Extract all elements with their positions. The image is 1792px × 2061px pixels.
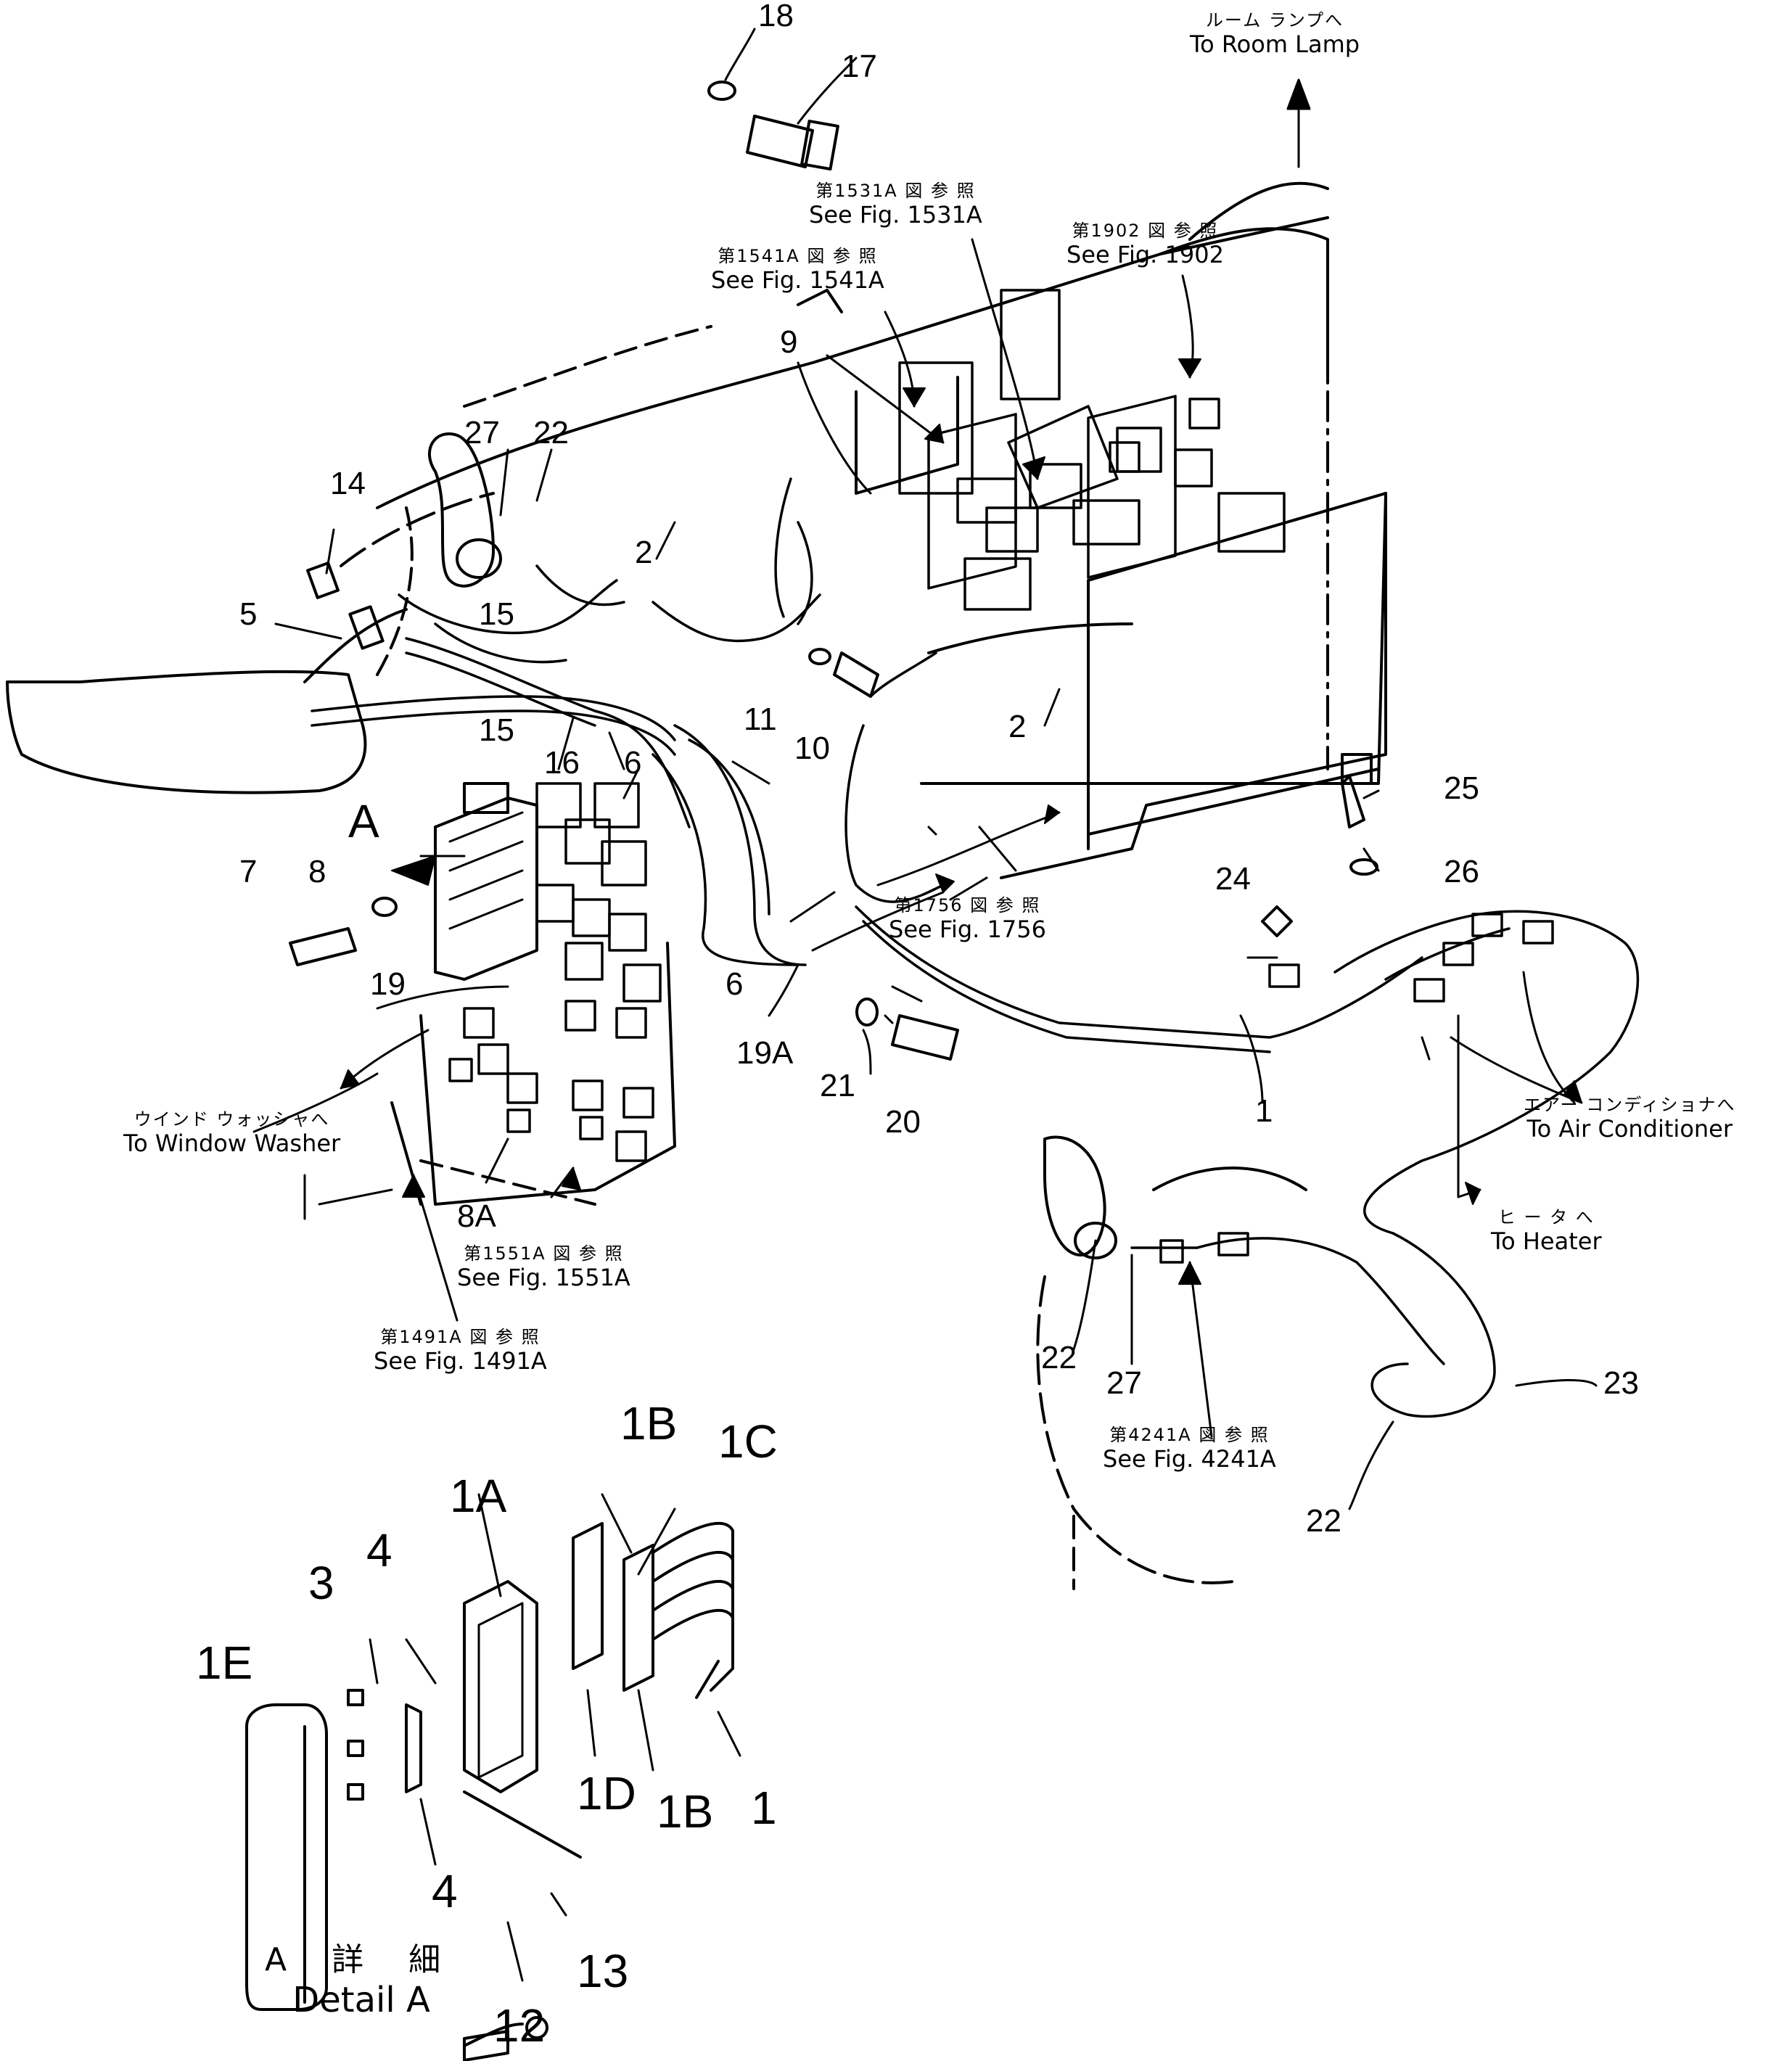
callout-2: 2: [635, 535, 653, 570]
callout-13: 13: [577, 1945, 629, 1997]
callout-10: 10: [794, 731, 830, 766]
callout-1: 1: [1255, 1093, 1273, 1129]
callout-19A: 19A: [736, 1035, 794, 1071]
note-window-washer-jp: ウインド ウォッシャへ: [133, 1109, 330, 1130]
callout-19: 19: [370, 966, 406, 1002]
callout-18: 18: [758, 0, 794, 33]
note-fig-1902-en: See Fig. 1902: [1066, 240, 1224, 268]
note-fig-1491a-jp: 第1491A 図 参 照: [380, 1327, 541, 1347]
note-fig-4241a-jp: 第4241A 図 参 照: [1109, 1425, 1270, 1445]
callout-27-handle: 27: [1106, 1365, 1142, 1401]
callout-25: 25: [1444, 770, 1479, 806]
note-fig-4241a-en: See Fig. 4241A: [1103, 1444, 1276, 1473]
note-heater-jp: ヒ ー タ へ: [1497, 1207, 1595, 1227]
note-fig-1551a-en: See Fig. 1551A: [457, 1263, 630, 1291]
callout-22-loop: 22: [1306, 1503, 1341, 1539]
detail-a-label-jp: A 詳 細: [265, 1941, 459, 1978]
callout-17: 17: [842, 49, 877, 84]
callout-11: 11: [744, 702, 777, 737]
callout-6-lower: 6: [726, 966, 744, 1002]
callout-21: 21: [820, 1068, 855, 1103]
callout-2-right: 2: [1008, 709, 1027, 744]
callout-15: 15: [479, 596, 514, 632]
note-fig-1551a: 第1551A 図 参 照 See Fig. 1551A: [457, 1243, 630, 1291]
callout-9: 9: [780, 324, 798, 360]
note-air-conditioner-jp: エアー コンディショナへ: [1524, 1095, 1736, 1115]
detail-a-label-en: Detail A: [292, 1980, 430, 2020]
note-room-lamp-jp: ルーム ランプへ: [1205, 10, 1344, 30]
callout-5: 5: [239, 596, 258, 632]
callout-16: 16: [544, 745, 580, 781]
callout-3: 3: [308, 1557, 334, 1609]
callout-8: 8: [308, 854, 326, 889]
note-heater: ヒ ー タ へ To Heater: [1491, 1207, 1602, 1255]
callout-1E: 1E: [196, 1637, 253, 1689]
callout-24: 24: [1215, 861, 1251, 897]
note-fig-1491a-en: See Fig. 1491A: [374, 1346, 547, 1375]
callout-27: 27: [464, 415, 500, 451]
callout-1B: 1B: [620, 1397, 678, 1449]
callout-20: 20: [885, 1104, 921, 1140]
callout-7: 7: [239, 854, 258, 889]
leader-lines: [252, 28, 1598, 1982]
relay-group: [448, 782, 662, 1162]
harness-connectors: [1159, 913, 1554, 1264]
controller-block: [898, 289, 1286, 611]
note-fig-1541a-en: See Fig. 1541A: [711, 266, 884, 294]
note-air-conditioner-en: To Air Conditioner: [1526, 1114, 1733, 1143]
arrow-heads: [340, 358, 1582, 1285]
callout-1D: 1D: [577, 1767, 636, 1819]
callout-1B-lower: 1B: [657, 1785, 714, 1838]
note-fig-1551a-jp: 第1551A 図 参 照: [464, 1243, 624, 1264]
note-fig-1541a: 第1541A 図 参 照 See Fig. 1541A: [711, 246, 884, 294]
callout-1-detail: 1: [751, 1782, 777, 1834]
note-fig-1491a: 第1491A 図 参 照 See Fig. 1491A: [374, 1327, 547, 1375]
callout-4: 4: [366, 1524, 392, 1576]
note-window-washer: ウインド ウォッシャへ To Window Washer: [123, 1109, 341, 1157]
callout-22-handle: 22: [1041, 1340, 1077, 1375]
callout-22: 22: [533, 415, 569, 451]
note-fig-1756-jp: 第1756 図 参 照: [894, 895, 1041, 916]
grab-handle: [376, 432, 502, 676]
callout-23: 23: [1603, 1365, 1639, 1401]
callout-6: 6: [624, 745, 642, 781]
note-air-conditioner: エアー コンディショナへ To Air Conditioner: [1524, 1095, 1736, 1142]
callout-8A: 8A: [457, 1198, 496, 1234]
wire-bundles: [311, 477, 1640, 1418]
note-fig-4241a: 第4241A 図 参 照 See Fig. 4241A: [1103, 1425, 1276, 1473]
note-window-washer-en: To Window Washer: [123, 1129, 341, 1157]
note-room-lamp-en: To Room Lamp: [1190, 30, 1360, 58]
fasteners: [289, 81, 1378, 2061]
callout-1C: 1C: [718, 1415, 778, 1468]
note-fig-1902-jp: 第1902 図 参 照: [1072, 221, 1219, 241]
callout-26: 26: [1444, 854, 1479, 889]
note-room-lamp: ルーム ランプへ To Room Lamp: [1190, 10, 1360, 58]
note-fig-1541a-jp: 第1541A 図 参 照: [718, 246, 878, 266]
callout-A: A: [348, 795, 379, 847]
lower-handle: [1036, 1135, 1307, 1590]
callout-14: 14: [330, 466, 366, 501]
console-body: [376, 181, 1387, 879]
note-heater-en: To Heater: [1491, 1227, 1602, 1255]
note-fig-1531a-jp: 第1531A 図 参 照: [815, 181, 976, 201]
note-fig-1756: 第1756 図 参 照 See Fig. 1756: [889, 895, 1046, 943]
note-fig-1902: 第1902 図 参 照 See Fig. 1902: [1066, 221, 1224, 268]
detail-a-parts: [245, 1522, 734, 2011]
callout-12: 12: [493, 1999, 546, 2052]
callout-4-lower: 4: [432, 1865, 458, 1917]
callout-15-lower: 15: [479, 712, 514, 748]
detail-a-label: A 詳 細 Detail A: [265, 1933, 458, 2020]
note-fig-1756-en: See Fig. 1756: [889, 915, 1046, 943]
note-fig-1531a-en: See Fig. 1531A: [809, 200, 982, 229]
note-fig-1531a: 第1531A 図 参 照 See Fig. 1531A: [809, 181, 982, 228]
callout-1A: 1A: [450, 1470, 507, 1522]
